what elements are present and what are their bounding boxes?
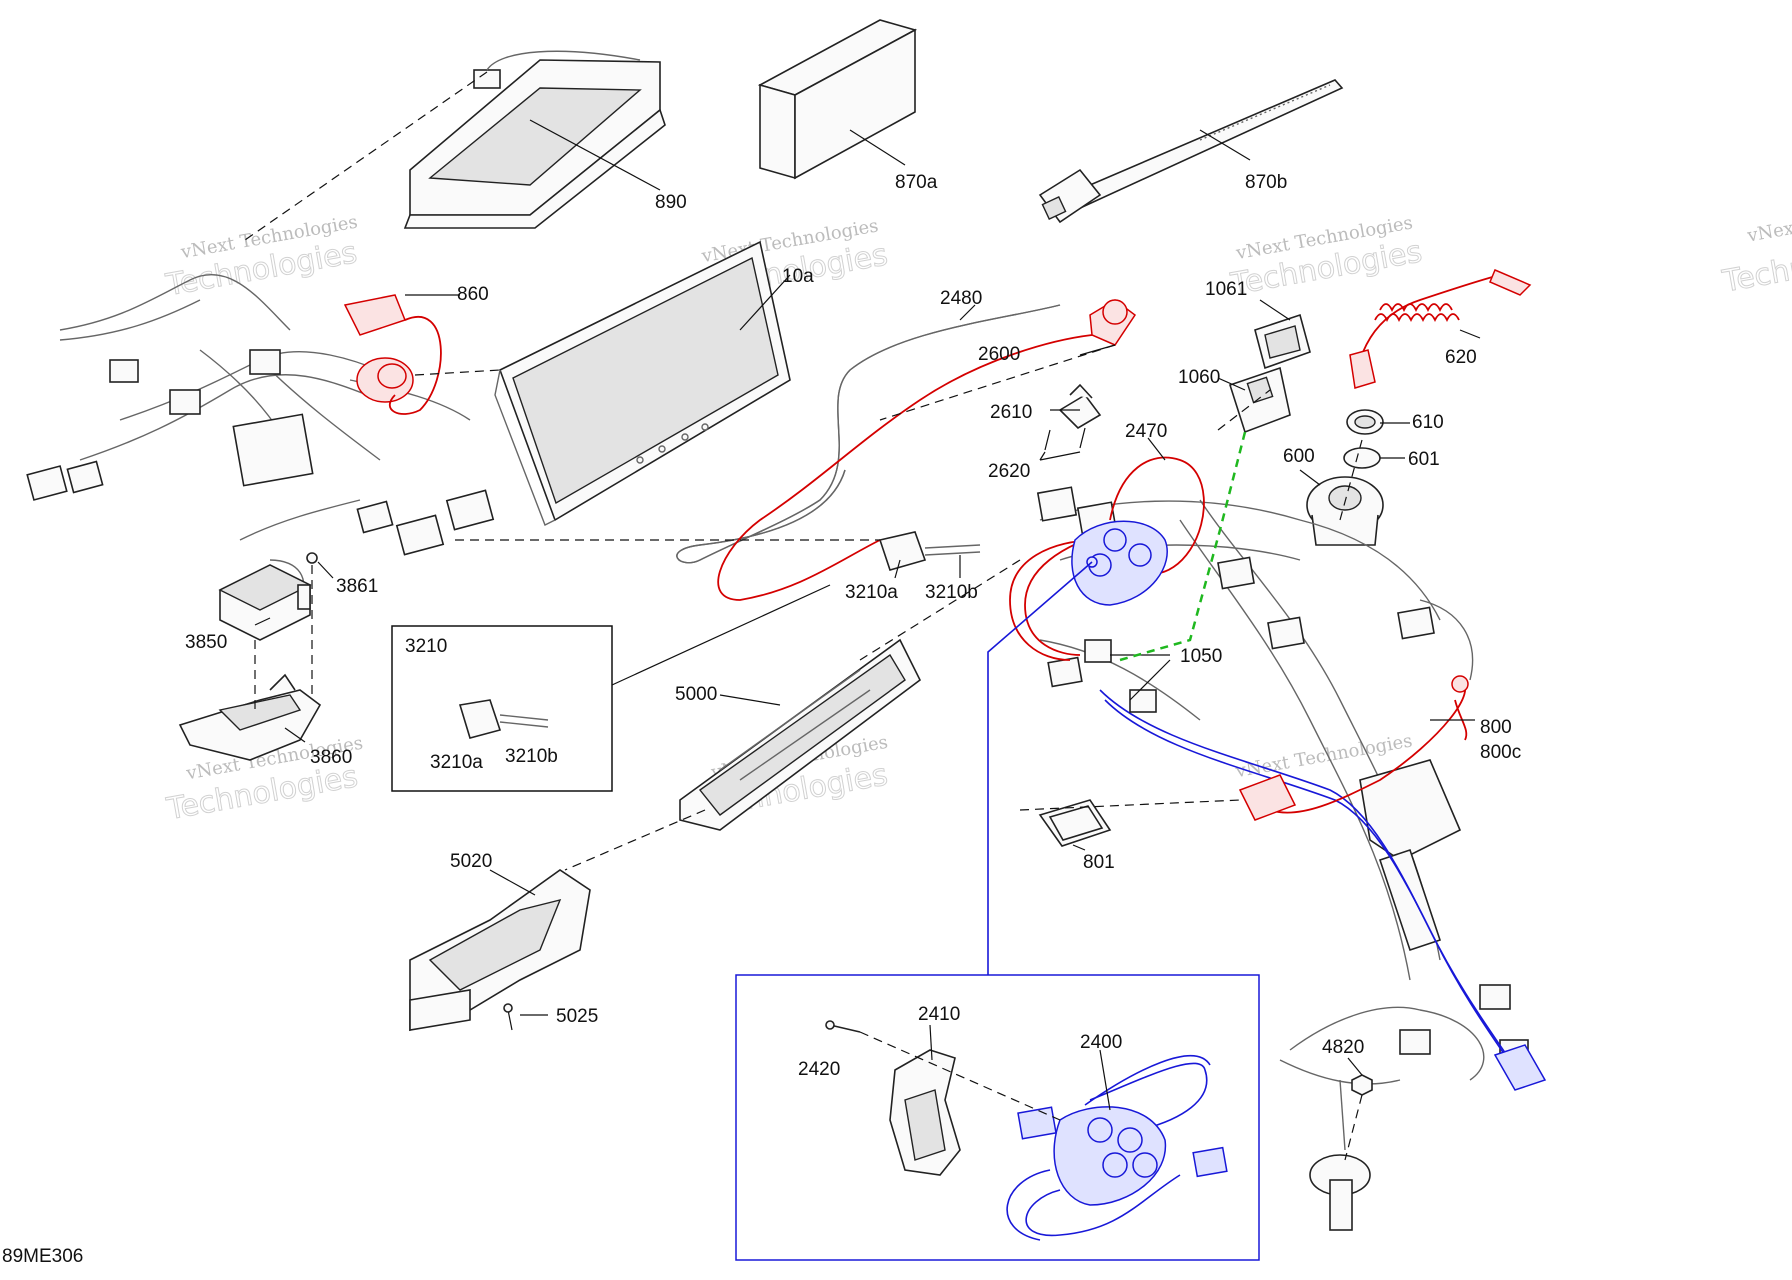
svg-text:vNext Technologies: vNext Technologies [1745, 195, 1792, 247]
callout-870a: 870a [895, 172, 938, 193]
callout-10a: 10a [782, 266, 814, 287]
inset-3210-title: 3210 [405, 636, 447, 657]
part-870a-box [757, 19, 918, 180]
inset-3210a-label: 3210a [430, 752, 483, 773]
callout-4820: 4820 [1322, 1037, 1364, 1058]
part-870b-strap [1038, 79, 1344, 224]
callout-870b: 870b [1245, 172, 1287, 193]
callout-2620: 2620 [988, 461, 1030, 482]
left-wiring-harness [26, 273, 495, 601]
callout-3861: 3861 [336, 576, 378, 597]
part-890-module [403, 50, 666, 229]
inset-3210-pointer [611, 584, 831, 686]
callout-3850: 3850 [185, 632, 227, 653]
callout-2420: 2420 [798, 1059, 840, 1080]
callout-5020: 5020 [450, 851, 492, 872]
callout-2480: 2480 [940, 288, 982, 309]
assembly-dashed-lines [244, 71, 1363, 1161]
callout-3860: 3860 [310, 747, 352, 768]
leader-lines [254, 119, 1481, 1111]
part-5025-bolt [503, 1003, 513, 1031]
callout-5000: 5000 [675, 684, 717, 705]
watermark-top-left: vNext Technologies Technologies [162, 211, 360, 303]
callout-800c: 800c [1480, 742, 1521, 763]
part-2400-switch [1006, 1055, 1228, 1241]
part-10a-display [494, 240, 791, 526]
part-2600-red-cable [717, 299, 1137, 601]
callout-610: 610 [1412, 412, 1444, 433]
callout-2400: 2400 [1080, 1032, 1122, 1053]
part-620-lanyard [1349, 269, 1532, 389]
diagram-code: 89ME306 [2, 1246, 83, 1267]
callout-1050: 1050 [1180, 646, 1222, 667]
callout-890: 890 [655, 192, 687, 213]
part-860-connector [343, 294, 442, 415]
part-1060-green-path [1119, 431, 1247, 662]
part-1050-connectors [1084, 639, 1157, 713]
callout-860: 860 [457, 284, 489, 305]
part-601-washer [1343, 447, 1381, 469]
part-4820-nut [1351, 1074, 1373, 1096]
callout-3210a: 3210a [845, 582, 898, 603]
callout-800: 800 [1480, 717, 1512, 738]
part-1061-bezel [1254, 313, 1311, 370]
callout-801: 801 [1083, 852, 1115, 873]
part-801-gasket [1038, 799, 1112, 847]
callout-1061: 1061 [1205, 279, 1247, 300]
callout-601: 601 [1408, 449, 1440, 470]
blue-switch-highlight [1071, 520, 1547, 1091]
part-2410-cover [889, 1049, 961, 1176]
callout-2600: 2600 [978, 344, 1020, 365]
part-3861-screw [306, 552, 318, 564]
part-1060-switch [1228, 366, 1291, 434]
watermark-edge-right: vNext Technologies Technologies vNext Te… [1719, 195, 1792, 300]
part-800-red-wire [1238, 675, 1469, 821]
callout-2470: 2470 [1125, 421, 1167, 442]
inset-3210-box: 3210 3210a 3210b [391, 625, 613, 792]
callout-620: 620 [1445, 347, 1477, 368]
part-5000-housing [679, 638, 922, 831]
part-600-ignition [1306, 476, 1384, 546]
part-3850-module [218, 564, 312, 641]
part-610-ring [1346, 409, 1384, 435]
part-2420-screw [825, 1020, 861, 1033]
callout-2410: 2410 [918, 1004, 960, 1025]
callout-labels: 890 870a 870b 860 10a 2480 2600 2610 262… [185, 172, 1521, 1080]
callout-5025: 5025 [556, 1006, 598, 1027]
part-5020-bracket [409, 869, 591, 1032]
callout-3210b: 3210b [925, 582, 978, 603]
watermark-top-right: vNext Technologies Technologies [1227, 212, 1425, 303]
part-3210-connector [878, 531, 981, 571]
callout-2610: 2610 [990, 402, 1032, 423]
callout-600: 600 [1283, 446, 1315, 467]
part-2610-clip [1058, 383, 1102, 430]
inset-3210b-label: 3210b [505, 746, 558, 767]
detail-inset-2400 [735, 561, 1260, 1261]
part-2620-screws [1044, 427, 1086, 451]
part-3860-bracket [178, 673, 322, 761]
callout-1060: 1060 [1178, 367, 1220, 388]
